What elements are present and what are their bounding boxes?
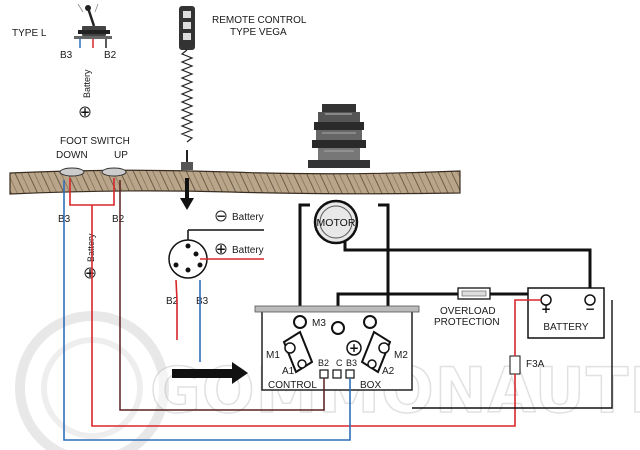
- foot-b2-label: B2: [112, 214, 125, 225]
- control-box: M3 + M1 M2 A1 A2 B2 C B3 CONTROL BOX: [254, 305, 420, 391]
- connector-battery-neg-label: Battery: [232, 212, 264, 223]
- switch-battery-label: Battery: [82, 69, 92, 98]
- blue-wires: [63, 180, 351, 441]
- control-plus-label: +: [349, 341, 359, 355]
- foot-switch-up-pedal: [101, 167, 127, 177]
- remote-label-line2: TYPE VEGA: [230, 27, 287, 38]
- remote-label-line1: REMOTE CONTROL: [212, 15, 307, 26]
- foot-battery-label: Battery: [86, 233, 96, 262]
- battery-label: BATTERY: [543, 322, 589, 333]
- toggle-lever: [86, 7, 96, 27]
- battery-neg-terminal: [584, 294, 596, 306]
- overload-protection: OVERLOAD PROTECTION: [434, 287, 500, 328]
- terminals-b2-label: B2: [318, 358, 329, 368]
- foot-switch: FOOT SWITCH DOWN UP B3 B2 Battery +: [56, 136, 130, 280]
- a1-label: A1: [282, 366, 295, 377]
- terminal-b2: [319, 369, 329, 379]
- terminal-m3-left: [293, 315, 307, 329]
- box-label: BOX: [360, 380, 381, 391]
- wire-foot-b2: [119, 180, 325, 411]
- terminal-c: [332, 369, 342, 379]
- wire-motor-battery-neg: [343, 236, 592, 298]
- wire-connector-b2-down: [175, 279, 178, 340]
- dark-wires: [119, 180, 325, 411]
- wire-m2-motor: [378, 203, 390, 320]
- a2-label: A2: [382, 366, 395, 377]
- remote-connector-plug: − Battery + Battery B2 B3: [166, 209, 264, 307]
- wire-battery-return: [412, 300, 613, 409]
- foot-switch-label: FOOT SWITCH: [60, 136, 130, 147]
- connector-b3-label: B3: [196, 296, 209, 307]
- fuse-label: F3A: [526, 359, 545, 370]
- terminal-plus: [331, 321, 345, 335]
- battery-minus-label: −: [585, 302, 595, 316]
- arrow-right: [172, 362, 248, 384]
- red-wires: [69, 178, 541, 427]
- remote-deck-socket: [181, 162, 193, 170]
- foot-plus-label: +: [85, 266, 95, 280]
- connector-b2-label: B2: [166, 296, 179, 307]
- terminal-b3: [345, 369, 355, 379]
- control-label: CONTROL: [268, 380, 317, 391]
- arrow-down-icon: [180, 198, 194, 210]
- motor-label: MOTOR: [317, 217, 356, 229]
- switch-type-label: TYPE L: [12, 28, 47, 39]
- black-wires: [298, 203, 592, 323]
- toggle-switch-type-l: TYPE L B3 B2 Battery +: [12, 3, 117, 119]
- thin-black-wires: [412, 300, 613, 409]
- fuse-body: [509, 355, 521, 375]
- foot-switch-down-pedal: [59, 167, 85, 177]
- foot-switch-down-label: DOWN: [56, 150, 88, 161]
- battery-plus-label: +: [541, 302, 551, 316]
- m1-label: M1: [266, 350, 280, 361]
- deck: [9, 169, 461, 195]
- switch-b3-label: B3: [60, 50, 73, 61]
- motor-housing: [313, 199, 359, 245]
- connector-minus-label: −: [216, 209, 226, 223]
- terminals-c-label: C: [336, 358, 343, 368]
- wire-foot-b3: [63, 180, 351, 441]
- overload-label-line2: PROTECTION: [434, 317, 500, 328]
- terminals-b3-label: B3: [346, 358, 357, 368]
- arrow-right-icon: [232, 362, 248, 384]
- motor: MOTOR: [313, 199, 359, 245]
- windlass-gypsy: [308, 104, 370, 168]
- connector-plus-label: +: [216, 242, 226, 256]
- switch-plus-label: +: [80, 105, 90, 119]
- remote-control-type-vega: REMOTE CONTROL TYPE VEGA: [179, 6, 307, 210]
- terminal-m3-right: [363, 315, 377, 329]
- wire-m1-motor: [298, 203, 310, 320]
- plus-circle: [346, 340, 362, 356]
- wire-foot-battery-fuse: [91, 205, 516, 427]
- foot-switch-up-label: UP: [114, 150, 128, 161]
- battery: + − BATTERY: [527, 287, 605, 339]
- switch-b2-label: B2: [104, 50, 117, 61]
- remote-coiled-cable: [180, 49, 194, 143]
- overload-label-line1: OVERLOAD: [440, 306, 496, 317]
- m2-label: M2: [394, 350, 408, 361]
- connector-battery-pos-label: Battery: [232, 245, 264, 256]
- m3-label: M3: [312, 318, 326, 329]
- wire-fuse-battery-pos: [514, 299, 541, 356]
